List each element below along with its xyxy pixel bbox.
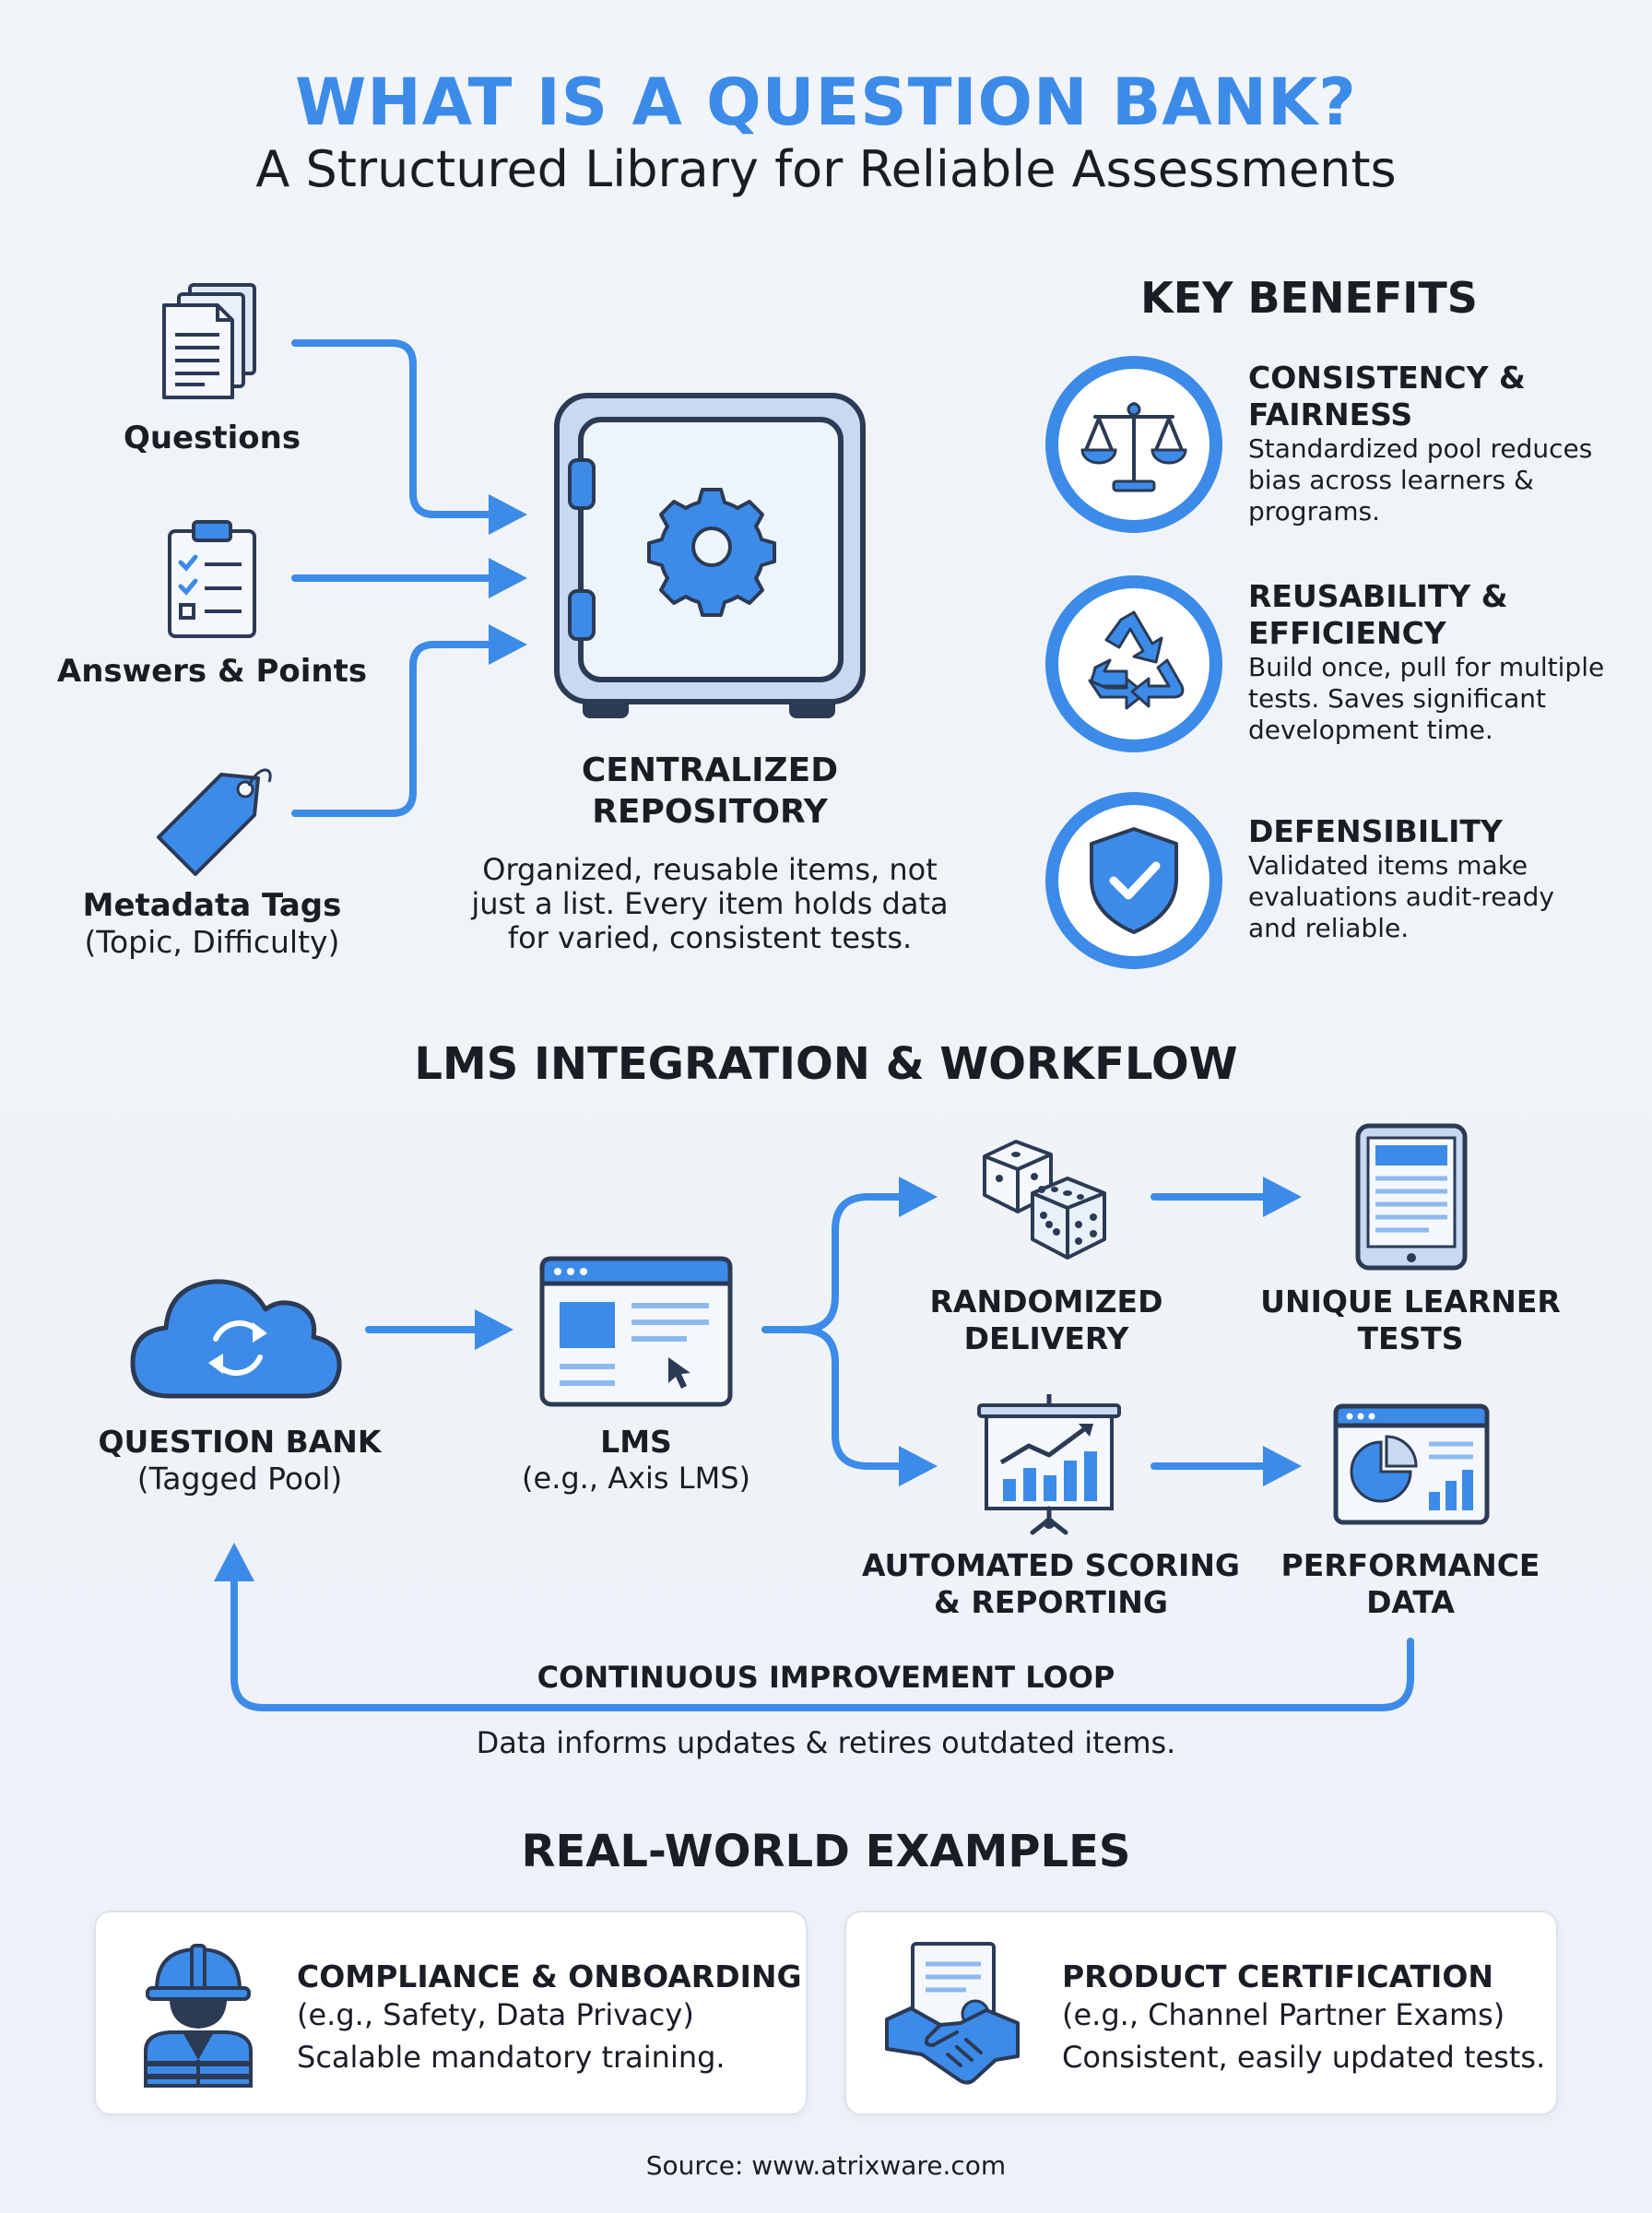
input-answers-label: Answers & Points bbox=[56, 653, 368, 690]
recycle-icon bbox=[1045, 575, 1222, 752]
certification-line2: Consistent, easily updated tests. bbox=[1062, 2040, 1546, 2075]
shield-check-icon bbox=[1045, 792, 1222, 969]
repository-desc-3: for varied, consistent tests. bbox=[507, 920, 913, 955]
scoring-line2: & REPORTING bbox=[934, 1584, 1168, 1620]
question-bank-title: QUESTION BANK bbox=[98, 1424, 382, 1460]
input-questions-label: Questions bbox=[123, 420, 301, 456]
input-metadata-label: Metadata Tags bbox=[82, 887, 342, 924]
repository-desc-2: just a list. Every item holds data bbox=[471, 886, 949, 921]
example-card-certification: PRODUCT CERTIFICATION (e.g., Channel Par… bbox=[844, 1911, 1558, 2115]
unique-line1: UNIQUE LEARNER bbox=[1260, 1284, 1561, 1320]
certificate-handshake-icon bbox=[885, 1942, 1020, 2085]
compliance-title: COMPLIANCE & ONBOARDING bbox=[297, 1959, 802, 1994]
checklist-icon bbox=[168, 520, 256, 638]
randomized-line2: DELIVERY bbox=[963, 1320, 1129, 1356]
randomized-line1: RANDOMIZED bbox=[929, 1284, 1163, 1320]
lms-sub: (e.g., Axis LMS) bbox=[522, 1461, 750, 1496]
performance-line2: DATA bbox=[1366, 1584, 1455, 1620]
dashboard-icon bbox=[1333, 1403, 1490, 1525]
cloud-sync-icon bbox=[130, 1279, 342, 1399]
lms-browser-icon bbox=[539, 1256, 733, 1407]
compliance-line1: (e.g., Safety, Data Privacy) bbox=[297, 1997, 694, 2032]
presentation-chart-icon bbox=[977, 1394, 1121, 1535]
page-subtitle: A Structured Library for Reliable Assess… bbox=[255, 140, 1397, 198]
scoring-line1: AUTOMATED SCORING bbox=[861, 1547, 1241, 1583]
tablet-icon bbox=[1355, 1123, 1468, 1271]
loop-title: CONTINUOUS IMPROVEMENT LOOP bbox=[537, 1660, 1115, 1695]
unique-line2: TESTS bbox=[1357, 1320, 1464, 1356]
safety-worker-icon bbox=[144, 1944, 253, 2088]
loop-text: Data informs updates & retires outdated … bbox=[476, 1725, 1176, 1760]
benefits-heading: KEY BENEFITS bbox=[1140, 273, 1478, 323]
examples-heading: REAL-WORLD EXAMPLES bbox=[521, 1826, 1131, 1877]
repository-title-1: CENTRALIZED bbox=[581, 751, 839, 789]
source-footer: Source: www.atrixware.com bbox=[645, 2150, 1007, 2181]
compliance-line2: Scalable mandatory training. bbox=[297, 2040, 726, 2075]
repository-desc-1: Organized, reusable items, not bbox=[482, 852, 938, 887]
lms-title: LMS bbox=[600, 1424, 672, 1460]
repository-title-2: REPOSITORY bbox=[592, 793, 828, 831]
safe-icon bbox=[554, 393, 866, 718]
example-card-compliance: COMPLIANCE & ONBOARDING (e.g., Safety, D… bbox=[94, 1911, 808, 2115]
certification-line1: (e.g., Channel Partner Exams) bbox=[1062, 1997, 1505, 2032]
page-title: WHAT IS A QUESTION BANK? bbox=[295, 65, 1357, 140]
workflow-heading: LMS INTEGRATION & WORKFLOW bbox=[414, 1038, 1238, 1090]
question-bank-sub: (Tagged Pool) bbox=[136, 1461, 343, 1497]
performance-line1: PERFORMANCE bbox=[1280, 1547, 1540, 1583]
dice-icon bbox=[983, 1140, 1106, 1260]
documents-icon bbox=[162, 283, 256, 399]
certification-title: PRODUCT CERTIFICATION bbox=[1062, 1959, 1494, 1994]
input-metadata-sub: (Topic, Difficulty) bbox=[84, 924, 340, 960]
benefit-reusability: REUSABILITY & EFFICIENCY Build once, pul… bbox=[1248, 578, 1605, 745]
benefit-defensibility: DEFENSIBILITY Validated items make evalu… bbox=[1248, 813, 1554, 943]
scales-icon bbox=[1045, 356, 1222, 533]
benefit-consistency: CONSISTENCY & FAIRNESS Standardized pool… bbox=[1248, 360, 1593, 527]
tag-icon bbox=[157, 768, 272, 876]
